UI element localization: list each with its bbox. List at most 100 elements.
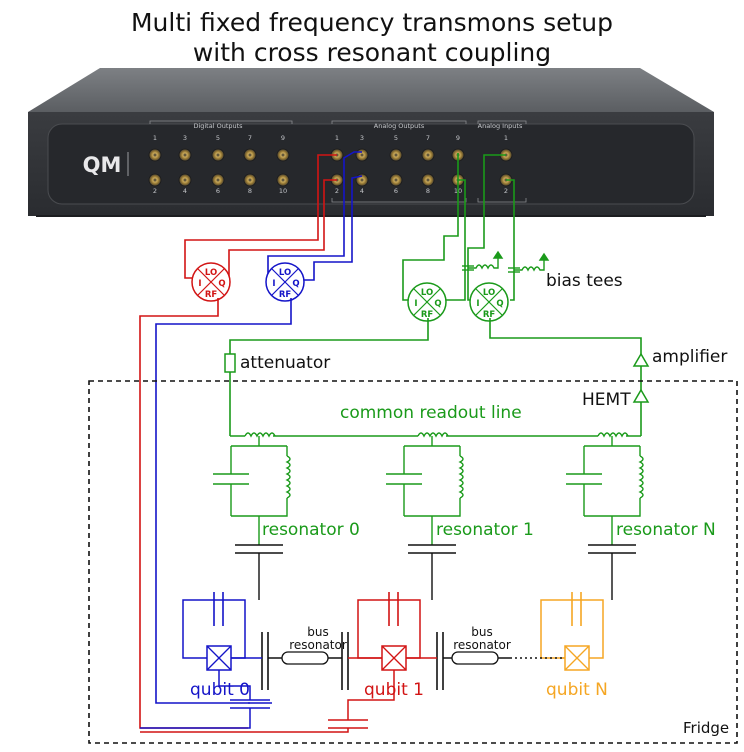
blue-rf-drive-line [155, 298, 292, 704]
green-q-line-a [445, 179, 466, 301]
mixer-readout-in-lo-label: LO [483, 288, 495, 298]
digital-bottom-port-4 [178, 173, 192, 187]
attenuator-label: attenuator [240, 353, 331, 373]
mixer-qubit-1-i-label: I [198, 279, 201, 289]
device-port-panel [47, 123, 695, 205]
resonator-1-coupling-coil [417, 432, 449, 438]
analog-top-port-label-9: 9 [456, 134, 460, 142]
qubits [140, 592, 604, 733]
fridge-label: Fridge [683, 719, 730, 737]
drive-couplings [140, 670, 395, 733]
qubit-1-label: qubit 1 [364, 680, 424, 700]
bus-resonators [231, 632, 565, 690]
common-readout-line-label: common readout line [340, 403, 522, 423]
analog-top-port-5 [389, 148, 403, 162]
analog-outputs-label: Analog Outputs [374, 122, 425, 130]
digital-top-port-7 [243, 148, 257, 162]
mixer-qubit-1-q-label: Q [218, 279, 225, 289]
blue-q-line [302, 175, 363, 281]
bias-tees-label: bias tees [546, 271, 623, 291]
analog-bottom-port-4 [355, 173, 369, 187]
analog-top-port-label-5: 5 [394, 134, 398, 142]
analog-top-port-7 [421, 148, 435, 162]
mixer-qubit-1: LO I QRF [191, 262, 231, 302]
resonators [213, 430, 644, 600]
title-line-1: Multi fixed frequency transmons setup [130, 8, 614, 37]
green-in-line-2 [506, 179, 515, 301]
mixer-readout-in-q-label: Q [496, 299, 503, 309]
mixer-qubit-1-rf-label: RF [205, 290, 218, 300]
qubit-0-label: qubit 0 [190, 680, 250, 700]
analog-top-port-label-1: 1 [335, 134, 339, 142]
mixer-qubit-0: LO I QRF [265, 262, 305, 302]
resonator-0-coupling-coil [244, 432, 276, 438]
digital-top-port-label-1: 1 [153, 134, 157, 142]
bus-resonator-1 [281, 651, 329, 665]
digital-bottom-port-label-10: 10 [279, 187, 287, 195]
device-top-panel [28, 68, 714, 112]
bus-resonator-2 [451, 651, 499, 665]
readout-rf-in-line [489, 318, 642, 354]
red-i-line [184, 154, 337, 279]
resonator-n [566, 430, 644, 600]
resonator-n-inductor [638, 455, 644, 499]
mixer-readout-in-rf-label: RF [483, 310, 496, 320]
mixer-qubit-0-rf-label: RF [279, 290, 292, 300]
analog-inputs-label: Analog Inputs [478, 122, 523, 130]
mixer-qubit-1-lo-label: LO [205, 268, 217, 278]
mixer-qubit-0-q-label: Q [292, 279, 299, 289]
digital-bottom-port-label-2: 2 [153, 187, 157, 195]
amplifier-symbol [632, 352, 650, 367]
digital-top-port-5 [211, 148, 225, 162]
mixer-readout-out-i-label: I [414, 299, 417, 309]
fridge-boundary [88, 380, 738, 744]
digital-bottom-port-10 [276, 173, 290, 187]
digital-top-port-label-7: 7 [248, 134, 252, 142]
analog-top-port-label-7: 7 [426, 134, 430, 142]
mixer-readout-out-q-label: Q [434, 299, 441, 309]
digital-top-port-label-3: 3 [183, 134, 187, 142]
qubit-n-label: qubit N [546, 680, 608, 700]
digital-top-port-1 [148, 148, 162, 162]
mixer-readout-in-i-label: I [476, 299, 479, 309]
attenuator-symbol [224, 353, 236, 373]
green-i-line-a [402, 153, 459, 301]
qm-device: Digital Outputs Analog Outputs Analog In… [28, 68, 714, 217]
resonator-1 [386, 430, 464, 600]
analog-bottom-port-6 [389, 173, 403, 187]
green-in-line-1 [467, 154, 506, 301]
analog-bottom-port-label-8: 8 [426, 187, 430, 195]
digital-bottom-port-8 [243, 173, 257, 187]
title-line-2: with cross resonant coupling [192, 38, 552, 67]
mixer-qubit-0-lo-label: LO [279, 268, 291, 278]
input-port-label-2: 2 [504, 187, 508, 195]
digital-bottom-port-label-8: 8 [248, 187, 252, 195]
digital-bottom-port-label-6: 6 [216, 187, 220, 195]
hemt-label: HEMT [582, 390, 631, 410]
bias-tee-inductor-1 [468, 258, 499, 270]
mixer-qubit-0-i-label: I [272, 279, 275, 289]
resonator-n-coupling-coil [597, 432, 629, 438]
readout-rf-out-line [229, 318, 429, 354]
bias-tees [462, 250, 550, 273]
qm-logo: QM [83, 153, 122, 177]
analog-bottom-port-label-6: 6 [394, 187, 398, 195]
mixer-readout-out-rf-label: RF [421, 310, 434, 320]
qubit-n [540, 592, 604, 671]
input-port-label-1: 1 [504, 134, 508, 142]
digital-top-port-label-9: 9 [281, 134, 285, 142]
digital-bottom-port-2 [148, 173, 162, 187]
resonator-0 [213, 430, 291, 600]
digital-top-port-label-5: 5 [216, 134, 220, 142]
digital-top-port-3 [178, 148, 192, 162]
resonator-1-inductor [458, 455, 464, 499]
digital-outputs-label: Digital Outputs [193, 122, 243, 130]
digital-bottom-port-label-4: 4 [183, 187, 187, 195]
resonator-1-label: resonator 1 [436, 520, 534, 540]
resonator-0-inductor [285, 455, 291, 499]
analog-bottom-port-label-4: 4 [360, 187, 364, 195]
analog-bottom-port-label-2: 2 [335, 187, 339, 195]
